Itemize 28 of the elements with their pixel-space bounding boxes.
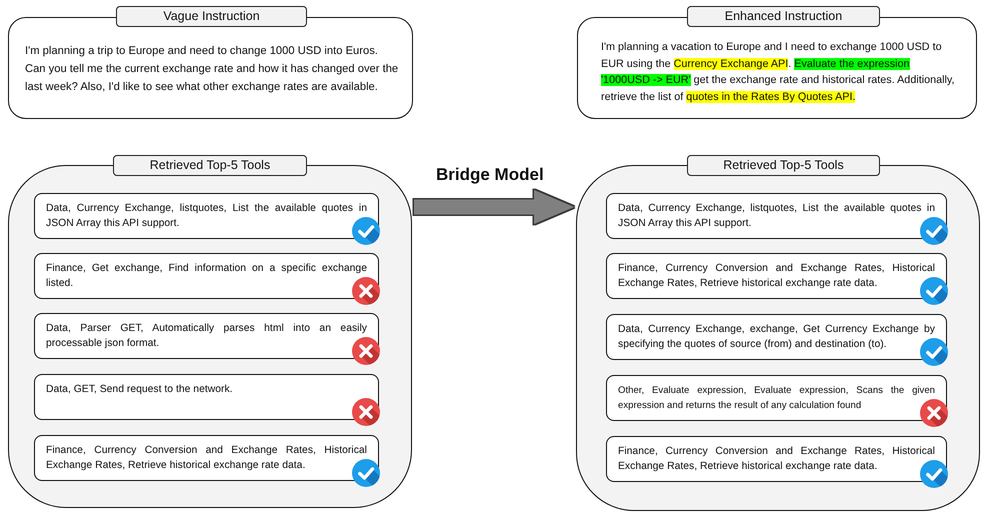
tool-card xyxy=(34,374,379,420)
tool-description: Data, GET, Send request to the network. xyxy=(46,383,234,397)
tool-description: Data, Currency Exchange, listquotes, List the available quotes in JSON Array this API support. xyxy=(618,202,935,230)
tool-card xyxy=(606,436,947,482)
tool-description: Finance, Currency Conversion and Exchange Rates, Historical Exchange Rates, Retrieve historical exchange rate data. xyxy=(618,445,935,474)
section-title: Retrieved Top-5 Tools xyxy=(113,155,307,176)
tool-description: Finance, Currency Conversion and Exchange Rates, Historical Exchange Rates, Retrieve historical exchange rate data. xyxy=(46,444,367,472)
tool-card xyxy=(606,314,947,360)
instruction-text: I'm planning a trip to Europe and need to change 1000 USD into Euros. Can you tell me the current exchange rate and how it has changed over the last week? Also, I'd like to see what other exchange rates are available. xyxy=(25,44,399,95)
tool-card xyxy=(606,375,947,421)
tool-description: Data, Currency Exchange, exchange, Get Currency Exchange by specifying the quotes of source (from) and destination (to). xyxy=(618,323,935,352)
edge-label: Bridge Model xyxy=(436,165,544,185)
tool-card xyxy=(606,193,947,239)
tool-description: Data, Currency Exchange, listquotes, List the available quotes in JSON Array this API support. xyxy=(46,202,367,230)
section-title: Retrieved Top-5 Tools xyxy=(687,155,880,176)
tool-card xyxy=(606,253,947,299)
tool-description: Data, Parser GET, Automatically parses html into an easily processable json format. xyxy=(46,322,367,350)
tool-description: Finance, Get exchange, Find information on a specific exchange listed. xyxy=(46,262,367,290)
tool-description: Finance, Currency Conversion and Exchange Rates, Historical Exchange Rates, Retrieve historical exchange rate data. xyxy=(618,262,935,290)
section-title: Vague Instruction xyxy=(116,6,307,27)
tool-card xyxy=(34,313,379,359)
tool-card xyxy=(34,253,379,299)
tool-description: Other, Evaluate expression, Evaluate expression, Scans the given expression and returns the result of any calculation found xyxy=(618,384,935,412)
section-title: Enhanced Instruction xyxy=(687,6,880,27)
block-arrow xyxy=(414,190,574,224)
tool-card xyxy=(34,435,379,481)
tool-card xyxy=(34,193,379,239)
instruction-text: I'm planning a vacation to Europe and I need to exchange 1000 USD to EUR using the Currency Exchange API. Evaluate the expression '1000USD -> EUR' get the exchange rate and historical rates. Additionally, retrieve the list of quotes in the Rates By Quotes API. xyxy=(601,40,956,104)
